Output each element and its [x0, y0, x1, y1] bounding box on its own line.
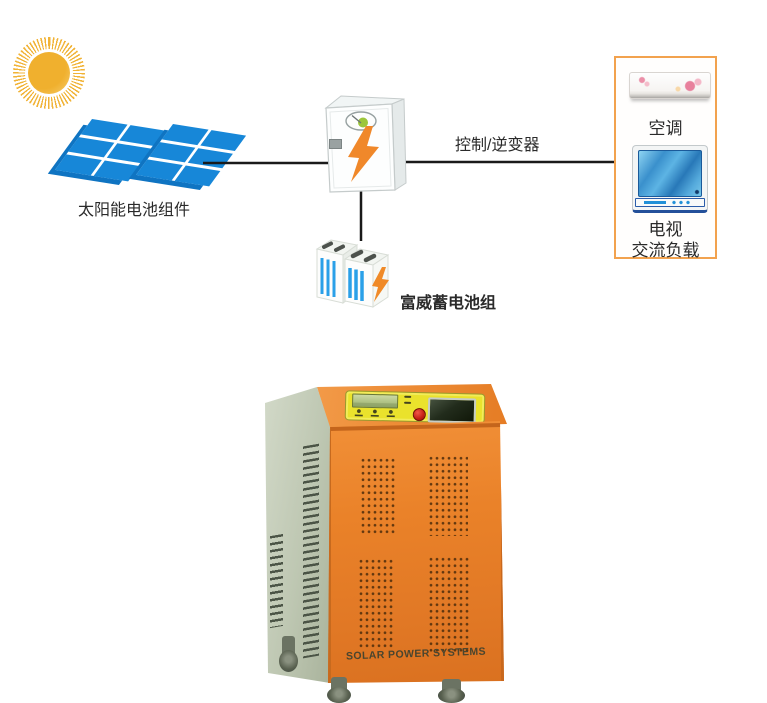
- dark-lcd-screen: [427, 397, 477, 424]
- panel-button: [386, 409, 395, 418]
- vent-slots: [270, 533, 283, 629]
- sun-icon: [0, 0, 100, 115]
- machine-left-side: [265, 387, 330, 683]
- ac-load-label: 交流负载: [631, 241, 700, 260]
- machine-front-face: SOLAR POWER SYSTEMS: [328, 421, 504, 683]
- red-power-button: [412, 407, 426, 422]
- tv-screen: [638, 150, 702, 197]
- controller-inverter-label: 控制/逆变器: [455, 137, 540, 154]
- gauge-icon: [345, 111, 377, 131]
- caster-wheel-icon: [277, 636, 300, 672]
- wires: [203, 160, 615, 241]
- perforation-grid: [358, 558, 395, 649]
- caster-wheel-icon: [325, 677, 353, 703]
- panel-button: [370, 408, 379, 418]
- solar-modules-label: 太阳能电池组件: [78, 202, 191, 219]
- vent-slots: [303, 443, 319, 659]
- tv-label: 电视: [648, 220, 683, 239]
- indicator-mark: [404, 401, 412, 404]
- tv-control-panel: [635, 198, 705, 207]
- solar-inverter-product-photo: SOLAR POWER SYSTEMS: [250, 375, 525, 703]
- air-conditioner-label: 空调: [648, 119, 683, 138]
- perforation-grid: [428, 455, 468, 536]
- inverter-box-icon: [324, 95, 407, 193]
- perforation-grid: [428, 556, 469, 652]
- ac-load-box: 空调 电视 交流负载: [614, 56, 717, 260]
- indicator-mark: [404, 395, 412, 398]
- air-conditioner-icon: [629, 72, 711, 99]
- machine-control-panel: [344, 390, 486, 424]
- lightning-bolt-icon: [348, 126, 379, 182]
- perforation-grid: [360, 457, 395, 535]
- lcd-display: [351, 393, 399, 409]
- battery-pack-icon: [315, 239, 390, 308]
- panel-button: [354, 408, 363, 417]
- tv-icon: [632, 145, 708, 213]
- battery-pack-label: 富威蓄电池组: [400, 295, 497, 312]
- caster-wheel-icon: [435, 679, 468, 703]
- sun-disc: [28, 52, 70, 94]
- lightning-bolt-icon: [372, 267, 389, 302]
